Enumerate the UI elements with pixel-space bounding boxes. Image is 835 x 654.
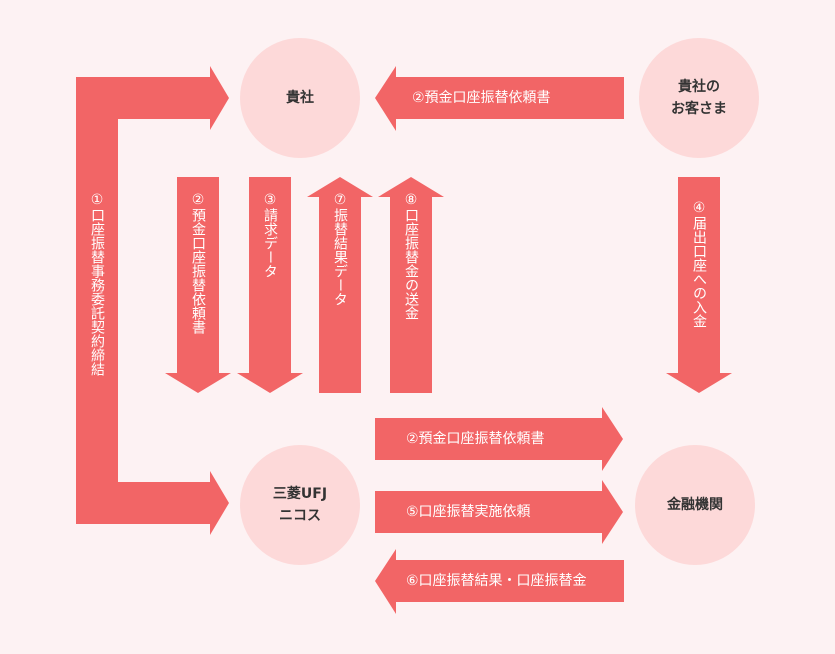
label-result-from-bank: ⑥口座振替結果・口座振替金 [406, 573, 587, 589]
node-customer-label-1: 貴社の [678, 79, 720, 95]
node-company: 貴社 [240, 38, 360, 158]
node-nicos-label-1: 三菱UFJ [272, 486, 328, 502]
node-customer: 貴社の お客さま [639, 38, 759, 158]
arrow-result-from-bank [375, 549, 624, 614]
node-nicos-label-2: ニコス [278, 508, 321, 524]
node-customer-label-2: お客さま [671, 101, 727, 117]
node-bank-label: 金融機関 [667, 497, 723, 513]
arrow-request-to-bank [375, 407, 623, 471]
label-company-to-nicos-request: ②預金口座振替依頼書 [190, 192, 206, 334]
node-company-label: 貴社 [286, 90, 314, 106]
arrow-transfer-remit [378, 177, 444, 393]
arrow-contract [76, 66, 229, 535]
arrow-company-to-nicos-request [165, 177, 231, 393]
arrow-deposit [666, 177, 732, 393]
label-customer-to-company: ②預金口座振替依頼書 [412, 90, 551, 106]
label-contract: ①口座振替事務委託契約締結 [89, 192, 105, 376]
label-execute-request: ⑤口座振替実施依頼 [406, 504, 531, 520]
label-deposit: ④届出口座への入金 [691, 200, 707, 328]
node-bank: 金融機関 [635, 445, 755, 565]
arrow-result-data [307, 177, 373, 393]
label-billing-data: ③請求データ [262, 192, 278, 278]
arrow-execute-request [375, 480, 623, 544]
label-result-data: ⑦振替結果データ [332, 192, 348, 306]
arrow-customer-to-company [375, 66, 624, 131]
label-request-to-bank: ②預金口座振替依頼書 [406, 431, 545, 447]
label-transfer-remit: ⑧口座振替金の送金 [403, 192, 419, 320]
arrow-billing-data [237, 177, 303, 393]
node-nicos: 三菱UFJ ニコス [240, 445, 360, 565]
